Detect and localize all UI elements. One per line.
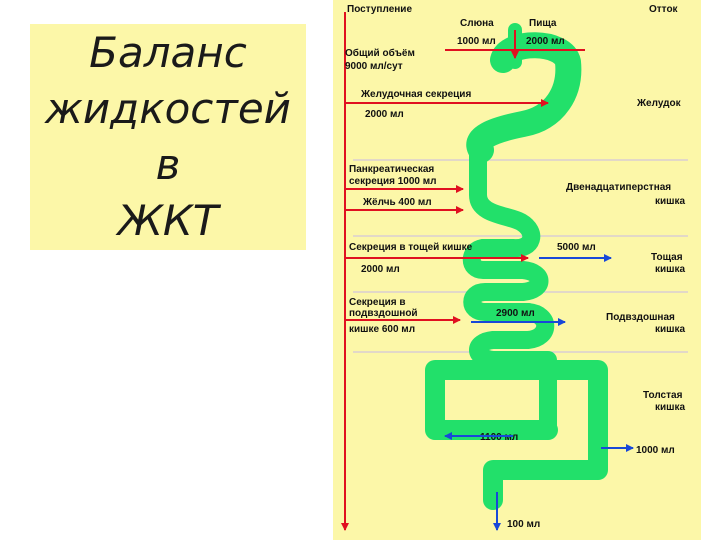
fluid-balance-diagram: Поступление Отток Слюна 1000 мл Пища 200… xyxy=(341,4,688,531)
duodenum xyxy=(469,131,541,258)
organ-colon-1: Толстая xyxy=(643,390,683,401)
inflow-header: Поступление xyxy=(347,4,412,15)
organ-ileum-2: кишка xyxy=(655,324,685,335)
feces-amount: 100 мл xyxy=(507,519,540,530)
pancreatic-line2: секреция 1000 мл xyxy=(349,176,436,187)
ileal-line1: Секреция в xyxy=(349,297,406,308)
total-volume-line2: 9000 мл/сут xyxy=(345,61,403,72)
slide-title: Баланс жидкостей в ЖКТ xyxy=(45,28,291,245)
gi-tract xyxy=(425,23,608,510)
jejunum xyxy=(462,239,549,321)
food-amount: 2000 мл xyxy=(526,36,565,47)
gastric-secretion-label: Желудочная секреция xyxy=(360,89,471,100)
food-label: Пища xyxy=(529,18,557,29)
colon xyxy=(425,360,608,510)
ileal-line3: кишке 600 мл xyxy=(349,324,415,335)
organ-jejunum-1: Тощая xyxy=(651,252,683,263)
bile-label: Жёлчь 400 мл xyxy=(362,197,432,208)
ileal-line2: подвздошной xyxy=(349,308,418,319)
colon-outer-absorption-amount: 1000 мл xyxy=(636,445,675,456)
diagram-panel: Поступление Отток Слюна 1000 мл Пища 200… xyxy=(333,0,701,540)
title-box: Баланс жидкостей в ЖКТ xyxy=(30,24,306,250)
colon-inner-absorption-amount: 1100 мл xyxy=(480,432,518,443)
stomach xyxy=(466,32,582,163)
organ-duodenum-2: кишка xyxy=(655,196,685,207)
organ-duodenum-1: Двенадцатиперстная xyxy=(566,182,671,193)
organ-ileum-1: Подвздошная xyxy=(606,312,675,323)
organ-colon-2: кишка xyxy=(655,402,685,413)
ileum-absorption-amount: 2900 мл xyxy=(496,308,535,319)
saliva-amount: 1000 мл xyxy=(457,36,496,47)
jejunum-absorption-amount: 5000 мл xyxy=(557,242,596,253)
gastric-secretion-amount: 2000 мл xyxy=(365,109,404,120)
jejunal-secretion-amount: 2000 мл xyxy=(361,264,400,275)
jejunal-secretion-label: Секреция в тощей кишке xyxy=(349,242,473,253)
saliva-label: Слюна xyxy=(460,18,494,29)
ileum xyxy=(469,303,557,439)
total-volume-line1: Общий объём xyxy=(345,47,415,59)
organ-stomach: Желудок xyxy=(636,98,682,109)
outflow-header: Отток xyxy=(649,4,679,15)
organ-jejunum-2: кишка xyxy=(655,264,685,275)
pancreatic-line1: Панкреатическая xyxy=(349,164,434,175)
